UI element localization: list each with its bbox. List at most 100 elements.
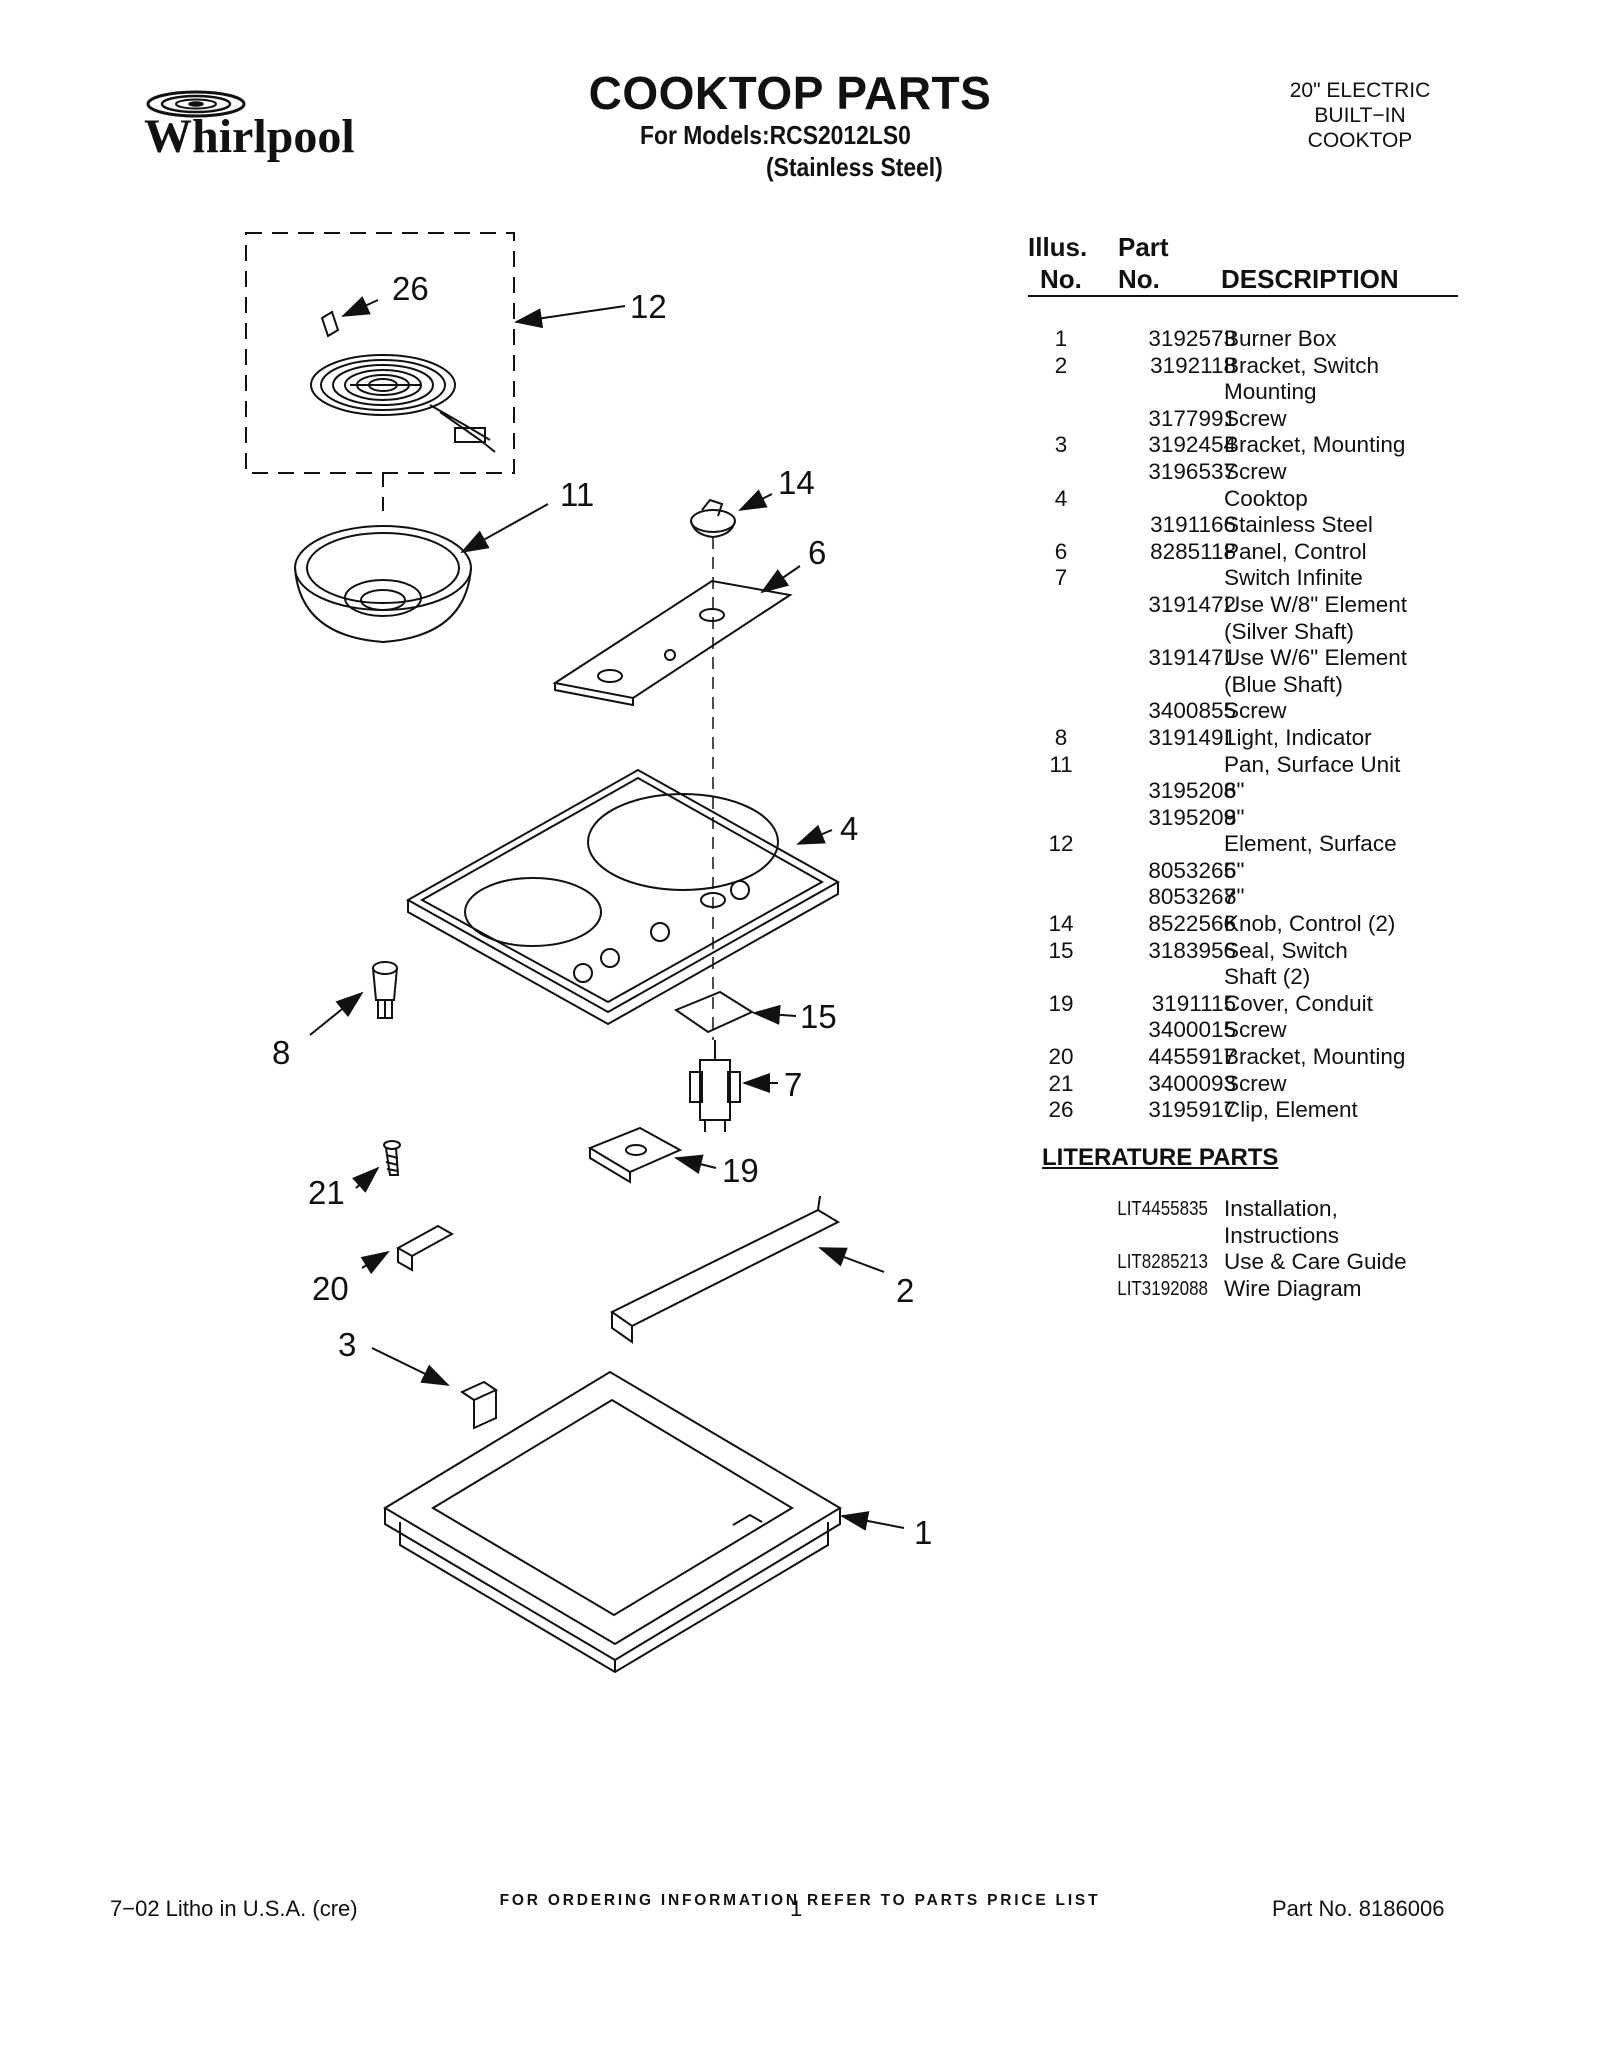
literature-part-number: LIT8285213 — [1117, 1251, 1208, 1274]
part-description: Cooktop — [1224, 485, 1308, 511]
burner-box-drawing — [383, 1370, 842, 1674]
mounting-bracket-20-drawing — [395, 1224, 455, 1272]
header-description: DESCRIPTION — [1221, 264, 1399, 294]
callout-19: 19 — [722, 1152, 759, 1189]
callout-6: 6 — [808, 534, 826, 571]
illus-number: 7 — [1054, 565, 1068, 591]
part-number: 3183956 — [1148, 937, 1236, 963]
infinite-switch-drawing — [689, 1040, 741, 1132]
parts-row: (Blue Shaft) — [1028, 672, 1468, 699]
part-description: Use W/8" Element — [1224, 591, 1408, 617]
part-description: (Blue Shaft) — [1224, 671, 1343, 697]
part-description: Burner Box — [1224, 326, 1337, 351]
header-part: Part — [1118, 232, 1169, 262]
literature-row: Instructions — [1028, 1223, 1468, 1250]
literature-heading: LITERATURE PARTS — [1042, 1144, 1279, 1171]
page-number: 1 — [790, 1896, 803, 1921]
parts-row: 7 Switch Infinite — [1028, 565, 1468, 592]
illus-number: 3 — [1054, 432, 1068, 458]
header-underline — [1028, 295, 1458, 297]
illus-number: 12 — [1048, 831, 1074, 857]
parts-row: Shaft (2) — [1028, 964, 1468, 991]
part-number: 3177991 — [1148, 405, 1236, 431]
switch-mounting-bracket-drawing — [610, 1195, 841, 1344]
part-number: 3192118 — [1150, 352, 1236, 378]
part-description: 6" — [1224, 778, 1245, 804]
literature-part-number: LIT3192088 — [1117, 1277, 1208, 1300]
parts-row: 11 Pan, Surface Unit — [1028, 752, 1468, 779]
literature-description: Installation, — [1224, 1196, 1338, 1221]
part-number: 3191472 — [1148, 591, 1236, 617]
callout-3: 3 — [338, 1326, 356, 1363]
callout-2: 2 — [896, 1272, 914, 1309]
part-number: 3400015 — [1148, 1017, 1236, 1043]
parts-row: 12 Element, Surface — [1028, 831, 1468, 858]
parts-row: 4 Cooktop — [1028, 486, 1468, 513]
illus-number: 20 — [1048, 1044, 1074, 1070]
control-panel-drawing — [552, 579, 793, 707]
illus-number: 15 — [1048, 937, 1074, 963]
part-number: 8053265 — [1148, 857, 1236, 883]
part-description: Panel, Control — [1224, 538, 1367, 564]
callout-26: 26 — [392, 270, 429, 307]
models-line: For Models:RCS2012LS0 — [640, 120, 911, 150]
header-part-no: No. — [1118, 264, 1160, 294]
callout-15: 15 — [800, 998, 837, 1035]
illus-number: 14 — [1048, 911, 1074, 937]
part-description: Knob, Control (2) — [1224, 911, 1396, 937]
part-description: Use W/6" Element — [1224, 645, 1408, 671]
part-description: Stainless Steel — [1224, 512, 1373, 538]
part-description: Switch Infinite — [1224, 565, 1363, 591]
product-type-line: BUILT−IN — [1314, 104, 1406, 127]
callout-1: 1 — [914, 1514, 932, 1551]
part-number: 3195209 — [1148, 804, 1236, 830]
callout-7: 7 — [784, 1066, 802, 1103]
control-knob-drawing — [690, 498, 736, 539]
callout-12: 12 — [630, 288, 667, 325]
illus-number: 21 — [1048, 1070, 1074, 1096]
drip-pan-drawing — [294, 525, 472, 644]
part-number: 3191471 — [1148, 645, 1236, 671]
part-number: 3196537 — [1148, 458, 1236, 484]
illus-number: 11 — [1049, 751, 1073, 777]
part-description: 8" — [1224, 884, 1245, 910]
screw-drawing — [383, 1140, 401, 1176]
product-type-line: COOKTOP — [1307, 129, 1413, 152]
illus-number: 8 — [1054, 724, 1068, 750]
part-description: Bracket, Switch — [1224, 352, 1380, 378]
callout-21: 21 — [308, 1174, 345, 1211]
part-description: Pan, Surface Unit — [1224, 751, 1401, 777]
part-description: 8" — [1224, 804, 1245, 830]
illus-number: 4 — [1054, 485, 1068, 511]
part-description: Screw — [1224, 1017, 1287, 1043]
part-number: 3191115 — [1151, 990, 1236, 1016]
callout-14: 14 — [778, 464, 815, 501]
illus-number: 19 — [1048, 990, 1074, 1016]
literature-description: Instructions — [1224, 1222, 1340, 1248]
literature-description: Wire Diagram — [1224, 1275, 1362, 1301]
part-description: Screw — [1224, 1070, 1287, 1096]
part-description: Element, Surface — [1224, 831, 1397, 857]
part-description: Screw — [1224, 458, 1287, 484]
header-illus: Illus. — [1028, 232, 1088, 262]
illus-number: 26 — [1048, 1097, 1074, 1123]
part-number: 3191491 — [1148, 724, 1236, 750]
